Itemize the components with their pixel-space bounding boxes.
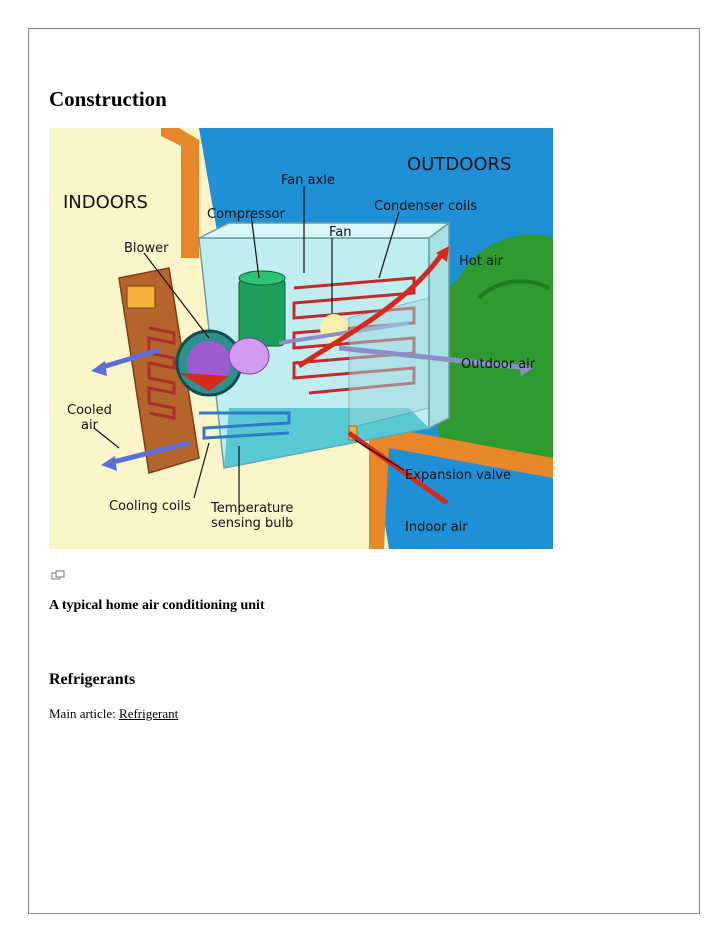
- label-outdoors: OUTDOORS: [407, 154, 511, 175]
- refrigerant-link[interactable]: Refrigerant: [119, 706, 178, 721]
- compressor: [239, 278, 285, 346]
- main-article-note: Main article: Refrigerant: [49, 706, 178, 722]
- label-indoors: INDOORS: [63, 192, 148, 213]
- label-cooling-coils: Cooling coils: [109, 499, 191, 514]
- label-fan: Fan: [329, 225, 352, 240]
- label-blower: Blower: [124, 241, 169, 256]
- label-expansion-valve: Expansion valve: [405, 468, 511, 483]
- figure-caption: A typical home air conditioning unit: [49, 598, 265, 614]
- expand-image-icon[interactable]: [51, 570, 65, 581]
- label-sensing-bulb: sensing bulb: [211, 516, 293, 531]
- label-indoor-air: Indoor air: [405, 520, 468, 535]
- section-heading-construction: Construction: [49, 87, 167, 112]
- air-conditioner-diagram: INDOORS OUTDOORS Fan axle Compressor Con…: [49, 128, 553, 549]
- document-page: Construction: [28, 28, 700, 914]
- label-temperature: Temperature: [210, 501, 293, 516]
- label-cooled: Cooled: [67, 403, 112, 418]
- label-hot-air: Hot air: [459, 254, 504, 269]
- label-outdoor-air: Outdoor air: [461, 357, 536, 372]
- section-heading-refrigerants: Refrigerants: [49, 671, 135, 689]
- main-article-prefix: Main article:: [49, 706, 119, 721]
- label-air: air: [81, 418, 99, 433]
- label-condenser-coils: Condenser coils: [374, 199, 477, 214]
- label-fan-axle: Fan axle: [281, 173, 335, 188]
- label-compressor: Compressor: [207, 207, 286, 222]
